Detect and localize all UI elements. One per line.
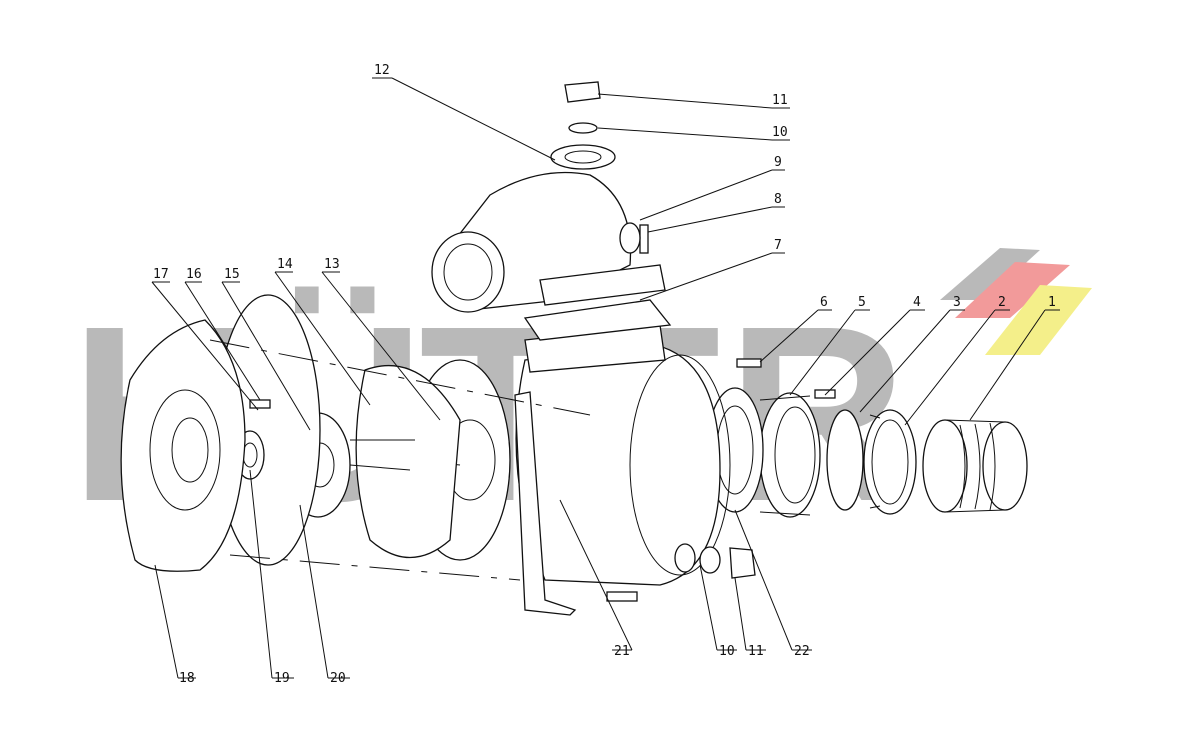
- leader-lines: [151, 77, 1060, 679]
- flange-gasket: [523, 299, 672, 341]
- outlet-flange: [759, 392, 821, 518]
- drain-washer: [674, 543, 696, 573]
- callout-labels: 1 2 3 4 5 6 7 8 9 10 11 12 13 14 15 16 1…: [153, 63, 1056, 686]
- hose-coupling: [922, 419, 1028, 513]
- rear-cover: [120, 319, 246, 572]
- callout-11-top: 11: [772, 93, 788, 108]
- callout-14: 14: [277, 257, 293, 272]
- gasket-ring: [826, 409, 864, 511]
- fill-washer: [568, 122, 598, 134]
- callout-2: 2: [998, 295, 1006, 310]
- callout-8: 8: [774, 192, 782, 207]
- callout-3: 3: [953, 295, 961, 310]
- inlet-elbow: [431, 144, 666, 313]
- drain-ring: [699, 546, 721, 574]
- fill-plug: [564, 81, 601, 103]
- callout-17: 17: [153, 267, 169, 282]
- callout-1: 1: [1048, 295, 1056, 310]
- callout-18: 18: [179, 671, 195, 686]
- threaded-nut: [863, 409, 917, 515]
- callout-10-top: 10: [772, 125, 788, 140]
- swoosh-red: [955, 262, 1070, 318]
- callout-7: 7: [774, 238, 782, 253]
- callout-21: 21: [614, 644, 630, 659]
- callout-6: 6: [820, 295, 828, 310]
- callout-11-bottom: 11: [748, 644, 764, 659]
- callout-13: 13: [324, 257, 340, 272]
- callout-12: 12: [374, 63, 390, 78]
- callout-10-bottom: 10: [719, 644, 735, 659]
- drain-plug: [729, 547, 756, 579]
- callout-19: 19: [274, 671, 290, 686]
- callout-9: 9: [774, 155, 782, 170]
- callout-16: 16: [186, 267, 202, 282]
- callout-5: 5: [858, 295, 866, 310]
- callout-15: 15: [224, 267, 240, 282]
- callout-20: 20: [330, 671, 346, 686]
- swoosh-gray: [940, 248, 1040, 300]
- callout-4: 4: [913, 295, 921, 310]
- parts: [120, 81, 1028, 616]
- callout-22: 22: [794, 644, 810, 659]
- impeller-housing: [349, 364, 461, 559]
